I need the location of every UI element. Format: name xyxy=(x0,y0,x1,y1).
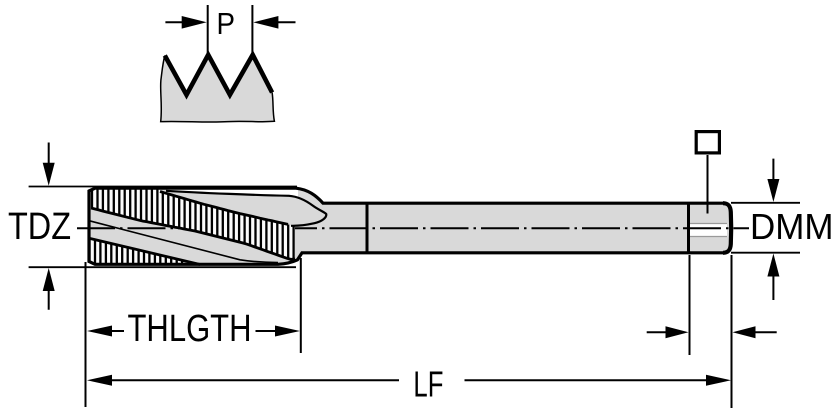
svg-text:TDZ: TDZ xyxy=(8,206,71,248)
svg-text:DMM: DMM xyxy=(750,206,834,247)
svg-text:THLGTH: THLGTH xyxy=(128,308,252,350)
svg-text:P: P xyxy=(217,6,236,41)
svg-text:LF: LF xyxy=(413,364,443,405)
